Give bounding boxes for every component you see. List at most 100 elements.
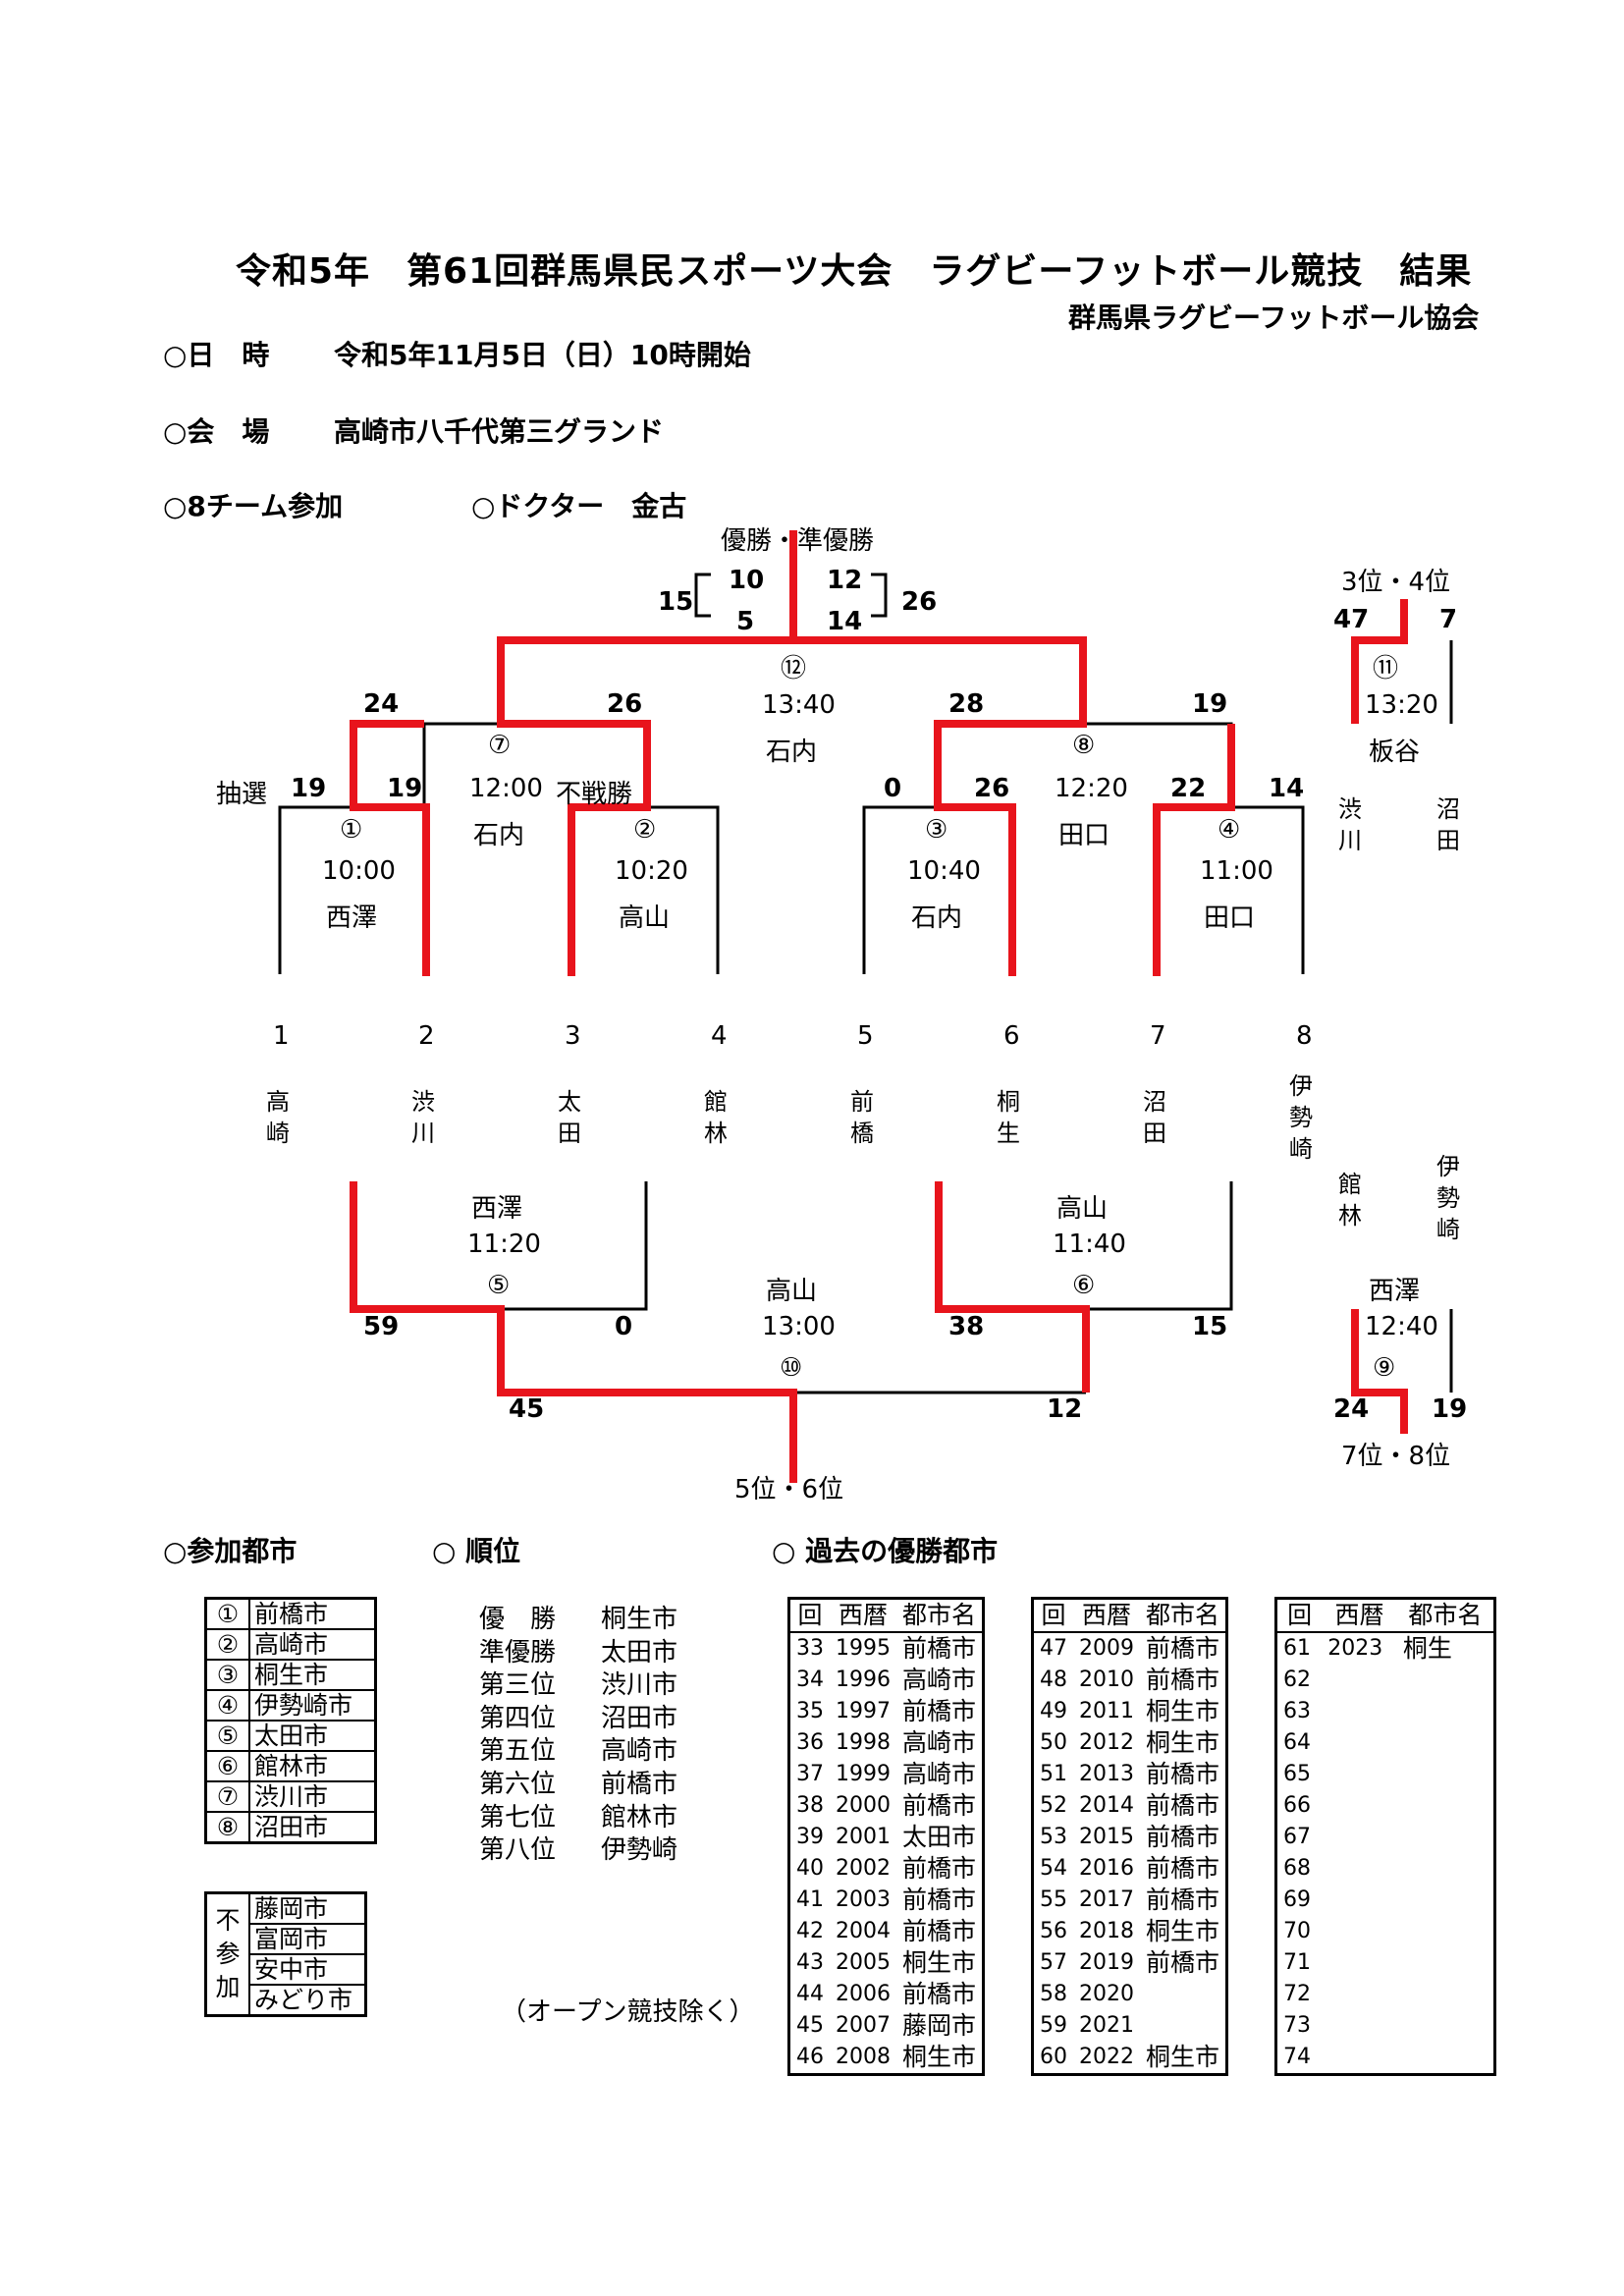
history-year: 2010 <box>1079 1667 1134 1692</box>
history-header-cell: 都市名 <box>1140 1598 1227 1633</box>
nonparticipating-city: 安中市 <box>248 1953 367 1986</box>
history-edition: 61 <box>1283 1636 1311 1661</box>
history-edition: 74 <box>1283 2045 1311 2069</box>
history-row: 67 <box>1276 1822 1495 1853</box>
history-edition: 38 <box>796 1793 824 1818</box>
history-year <box>1322 1696 1397 1727</box>
history-city <box>1397 2042 1495 2075</box>
fifth-place-label: 5位・6位 <box>734 1475 844 1504</box>
history-year <box>1322 2010 1397 2042</box>
history-header-cell: 西暦 <box>830 1598 896 1633</box>
history-row: 68 <box>1276 1853 1495 1885</box>
cities-section-label: ○参加都市 <box>163 1535 298 1567</box>
history-city: 前橋市 <box>1146 1634 1220 1663</box>
m5-left-score: 59 <box>363 1312 400 1341</box>
match1-ref: 西澤 <box>326 903 378 933</box>
history-edition: 40 <box>796 1856 824 1881</box>
history-edition: 48 <box>1040 1667 1067 1692</box>
history-year: 1999 <box>836 1762 891 1786</box>
match10-no: ⑩ <box>780 1353 803 1383</box>
third-place-label: 3位・4位 <box>1341 568 1451 597</box>
history-city: 前橋市 <box>902 1634 977 1663</box>
history-city: 太田市 <box>902 1823 977 1851</box>
history-city <box>1397 1727 1495 1759</box>
history-city: 前橋市 <box>1146 1791 1220 1820</box>
history-city: 前橋市 <box>1146 1666 1220 1694</box>
history-edition: 56 <box>1040 1919 1067 1943</box>
history-year <box>1322 1665 1397 1696</box>
m10-left-score: 45 <box>509 1394 545 1424</box>
history-city: 高崎市 <box>902 1760 977 1788</box>
history-city: 前橋市 <box>902 1980 977 2008</box>
history-edition: 66 <box>1283 1793 1311 1818</box>
history-city: 高崎市 <box>902 1728 977 1757</box>
city-name: 桐生市 <box>248 1659 377 1691</box>
history-edition: 50 <box>1040 1730 1067 1755</box>
team-name: 沼田 <box>1143 1088 1166 1147</box>
city-number: ⑤ <box>204 1720 250 1752</box>
team-name: 渋川 <box>411 1088 435 1147</box>
city-number: ⑥ <box>204 1750 250 1782</box>
history-city: 桐生市 <box>1146 1697 1220 1725</box>
venue-value: 高崎市八千代第三グランド <box>334 415 665 448</box>
history-city: 桐生市 <box>902 2043 977 2071</box>
match9-ref: 西澤 <box>1369 1277 1421 1306</box>
m5-right-score: 0 <box>615 1312 633 1341</box>
history-edition: 55 <box>1040 1887 1067 1912</box>
history-edition: 37 <box>796 1762 824 1786</box>
m11-team-left: 渋川 <box>1338 795 1362 854</box>
m9-right-score: 19 <box>1432 1394 1468 1424</box>
history-row: 56 2018 桐生市 <box>1033 1916 1227 1947</box>
history-city: 前橋市 <box>1146 1886 1220 1914</box>
match11-ref: 板谷 <box>1369 738 1421 767</box>
history-year: 2005 <box>836 1950 891 1975</box>
match10-ref: 高山 <box>766 1277 818 1306</box>
match1-time: 10:00 <box>322 856 396 886</box>
history-edition: 47 <box>1040 1636 1067 1661</box>
history-header-cell: 都市名 <box>1396 1598 1495 1633</box>
match7-no: ⑦ <box>488 731 512 760</box>
city-name: 前橋市 <box>248 1597 377 1630</box>
history-edition: 53 <box>1040 1825 1067 1849</box>
history-year: 2019 <box>1079 1950 1134 1975</box>
history-row: 70 <box>1276 1916 1495 1947</box>
history-city: 桐生市 <box>1146 1917 1220 1945</box>
match7-time: 12:00 <box>469 774 543 803</box>
rank-label: 準優勝 <box>479 1637 557 1667</box>
history-year: 1997 <box>836 1699 891 1723</box>
final-right-total: 26 <box>901 587 938 617</box>
history-edition: 34 <box>796 1667 824 1692</box>
m3-left-score: 0 <box>884 774 902 803</box>
history-edition: 69 <box>1283 1887 1311 1912</box>
final-left-total: 15 <box>658 587 694 617</box>
history-row: 48 2010 前橋市 <box>1033 1665 1227 1696</box>
city-name: 沼田市 <box>248 1811 377 1844</box>
match6-time: 11:40 <box>1053 1230 1126 1259</box>
history-year: 2018 <box>1079 1919 1134 1943</box>
history-row: 73 <box>1276 2010 1495 2042</box>
history-edition: 64 <box>1283 1730 1311 1755</box>
history-row: 37 1999 高崎市 <box>789 1759 984 1790</box>
city-name: 渋川市 <box>248 1780 377 1813</box>
match5-no: ⑤ <box>487 1271 511 1300</box>
history-row: 63 <box>1276 1696 1495 1727</box>
history-year: 2009 <box>1079 1636 1134 1661</box>
history-header-cell: 西暦 <box>1322 1598 1397 1633</box>
match10-time: 13:00 <box>762 1312 836 1341</box>
history-year <box>1322 1885 1397 1916</box>
history-year: 2014 <box>1079 1793 1134 1818</box>
